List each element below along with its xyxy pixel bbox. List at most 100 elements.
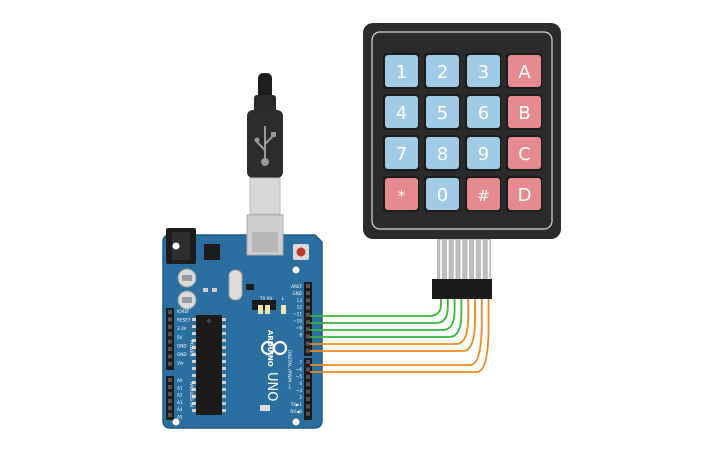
- chip-pin: [222, 402, 226, 405]
- key-label: C: [518, 144, 531, 165]
- keypad-key-8[interactable]: 8: [424, 135, 460, 171]
- pin-label: 7: [299, 360, 302, 365]
- pin-label: A1: [177, 385, 183, 390]
- keypad-key-C[interactable]: C: [506, 135, 542, 171]
- pin-hole: [306, 382, 310, 387]
- tx-led: [258, 305, 263, 314]
- key-cap[interactable]: [467, 96, 500, 128]
- chip-pin: [222, 395, 226, 398]
- chip-pin: [192, 395, 196, 398]
- keypad-key-4[interactable]: 4: [383, 94, 419, 130]
- keypad-key-3[interactable]: 3: [465, 53, 501, 89]
- keypad-key-6[interactable]: 6: [465, 94, 501, 130]
- keypad-key-9[interactable]: 9: [465, 135, 501, 171]
- analog-header-title: ANALOG IN: [188, 382, 194, 407]
- keypad-inner-border: [371, 31, 553, 230]
- usb-cable-neck: [254, 95, 276, 113]
- l-led: [281, 305, 286, 314]
- key-cap[interactable]: [385, 178, 418, 210]
- pin-hole: [306, 291, 310, 296]
- key-label: 4: [396, 103, 407, 124]
- keypad-connector: [432, 279, 492, 299]
- digital-pin-header-top: [304, 282, 312, 356]
- jumper-wire-4: [310, 294, 463, 338]
- key-cap[interactable]: [426, 137, 459, 169]
- chip-pin: [192, 367, 196, 370]
- key-cap[interactable]: [508, 137, 541, 169]
- reset-button-cap[interactable]: [296, 247, 306, 257]
- chip-pin: [192, 339, 196, 342]
- keypad-key-*[interactable]: *: [383, 176, 419, 212]
- board-logo-text: ARDUINO: [266, 330, 274, 367]
- usb-cable: [247, 73, 283, 215]
- key-label: 8: [437, 144, 448, 165]
- led-label-tx: TX: [259, 296, 265, 301]
- pin-label: Vin: [177, 361, 184, 366]
- pin-hole: [306, 374, 310, 379]
- key-cap[interactable]: [508, 55, 541, 87]
- pin-hole: [306, 312, 310, 317]
- keypad-key-2[interactable]: 2: [424, 53, 460, 89]
- key-label: B: [518, 103, 530, 124]
- key-cap[interactable]: [426, 178, 459, 210]
- arduino-logo: [260, 340, 288, 356]
- key-cap[interactable]: [467, 137, 500, 169]
- key-cap[interactable]: [426, 55, 459, 87]
- chip-pin: [192, 360, 196, 363]
- pin-hole: [168, 378, 172, 382]
- pin-label: A4: [177, 407, 183, 412]
- power-header-title: POWER: [188, 340, 194, 357]
- key-cap[interactable]: [385, 96, 418, 128]
- key-cap[interactable]: [385, 55, 418, 87]
- keypad-key-7[interactable]: 7: [383, 135, 419, 171]
- jumper-wire-3: [310, 294, 456, 331]
- key-cap[interactable]: [508, 96, 541, 128]
- key-cap[interactable]: [467, 178, 500, 210]
- pin-hole: [168, 310, 172, 314]
- keypad-key-5[interactable]: 5: [424, 94, 460, 130]
- key-cap[interactable]: [467, 55, 500, 87]
- pin-hole: [168, 339, 172, 344]
- chip-pin: [192, 402, 196, 405]
- key-cap[interactable]: [385, 137, 418, 169]
- pin-hole: [168, 361, 172, 366]
- pin-hole: [168, 413, 172, 417]
- pin-label: 2: [299, 395, 302, 400]
- key-label: A: [518, 62, 531, 83]
- pin-hole: [306, 327, 310, 332]
- keypad-key-A[interactable]: A: [506, 53, 542, 89]
- keypad-key-B[interactable]: B: [506, 94, 542, 130]
- pin-label: RESET: [177, 318, 191, 323]
- pin-label: A2: [177, 393, 183, 398]
- keypad-key-0[interactable]: 0: [424, 176, 460, 212]
- rx-led: [265, 305, 270, 314]
- pin-hole: [168, 406, 172, 410]
- pin-label: ~11: [293, 312, 302, 317]
- analog-pin-header: [166, 376, 174, 420]
- header-pin-holes: [168, 284, 310, 417]
- mounting-hole-1: [172, 242, 180, 250]
- key-label: 2: [437, 62, 448, 83]
- key-label: #: [477, 187, 490, 205]
- key-cap[interactable]: [426, 96, 459, 128]
- keypad-ribbon: [437, 239, 491, 279]
- pin-hole: [306, 389, 310, 394]
- jumper-wire-7: [310, 294, 483, 366]
- chip-pin: [222, 409, 226, 412]
- pin-hole: [306, 320, 310, 324]
- key-label: *: [398, 187, 406, 205]
- jumper-wire-1: [310, 294, 442, 317]
- keypad-key-1[interactable]: 1: [383, 53, 419, 89]
- key-cap[interactable]: [508, 178, 541, 210]
- jumper-wire-8: [310, 294, 490, 373]
- pin-label: 5V: [177, 335, 183, 340]
- chip-pin: [192, 381, 196, 384]
- pin-hole: [168, 317, 172, 322]
- keypad-key-#[interactable]: #: [465, 176, 501, 212]
- pin-label: GND: [177, 343, 187, 348]
- keypad-key-D[interactable]: D: [506, 176, 542, 212]
- pin-hole: [168, 347, 172, 351]
